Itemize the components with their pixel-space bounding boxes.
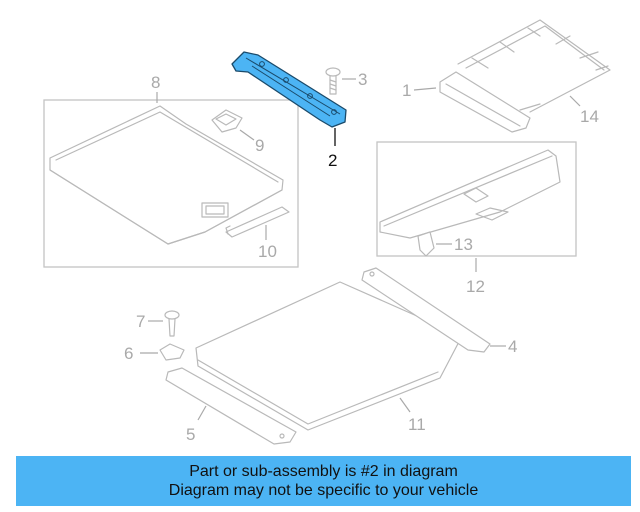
- part-3-bolt: [325, 67, 341, 95]
- part-4-rail: [361, 267, 491, 353]
- group-box-8: [43, 99, 299, 268]
- part-12-trim-panel: [379, 149, 561, 239]
- part-11-cargo-floor: [195, 281, 463, 431]
- banner-line-2: Diagram may not be specific to your vehi…: [168, 482, 479, 499]
- callout-11: 11: [408, 415, 426, 434]
- part-8-floor-panel: [49, 105, 284, 245]
- part-7-screw: [164, 310, 180, 337]
- callout-8: 8: [151, 73, 160, 92]
- callout-2: 2: [328, 151, 337, 170]
- banner-line-1: Part or sub-assembly is #2 in diagram: [189, 463, 458, 480]
- callout-6: 6: [124, 344, 133, 363]
- part-13-clip: [417, 231, 435, 257]
- callout-4: 4: [508, 337, 517, 356]
- part-10-strap: [225, 206, 290, 238]
- part-14-cargo-net: [457, 19, 611, 113]
- part-2-highlighted: [231, 51, 347, 128]
- callout-14: 14: [580, 107, 599, 126]
- info-banner: Part or sub-assembly is #2 in diagram Di…: [16, 456, 631, 506]
- callout-12: 12: [466, 277, 485, 296]
- callout-5: 5: [186, 425, 195, 444]
- part-1-retractor: [439, 71, 531, 133]
- part-9-clip: [211, 109, 243, 133]
- group-box-12: [376, 141, 577, 257]
- callout-1: 1: [402, 81, 411, 100]
- callout-10: 10: [258, 242, 277, 261]
- callout-7: 7: [136, 312, 145, 331]
- part-6-clip: [159, 343, 185, 361]
- callout-3: 3: [358, 70, 367, 89]
- callout-13: 13: [454, 235, 473, 254]
- part-5-rail: [165, 367, 297, 445]
- callout-9: 9: [255, 136, 264, 155]
